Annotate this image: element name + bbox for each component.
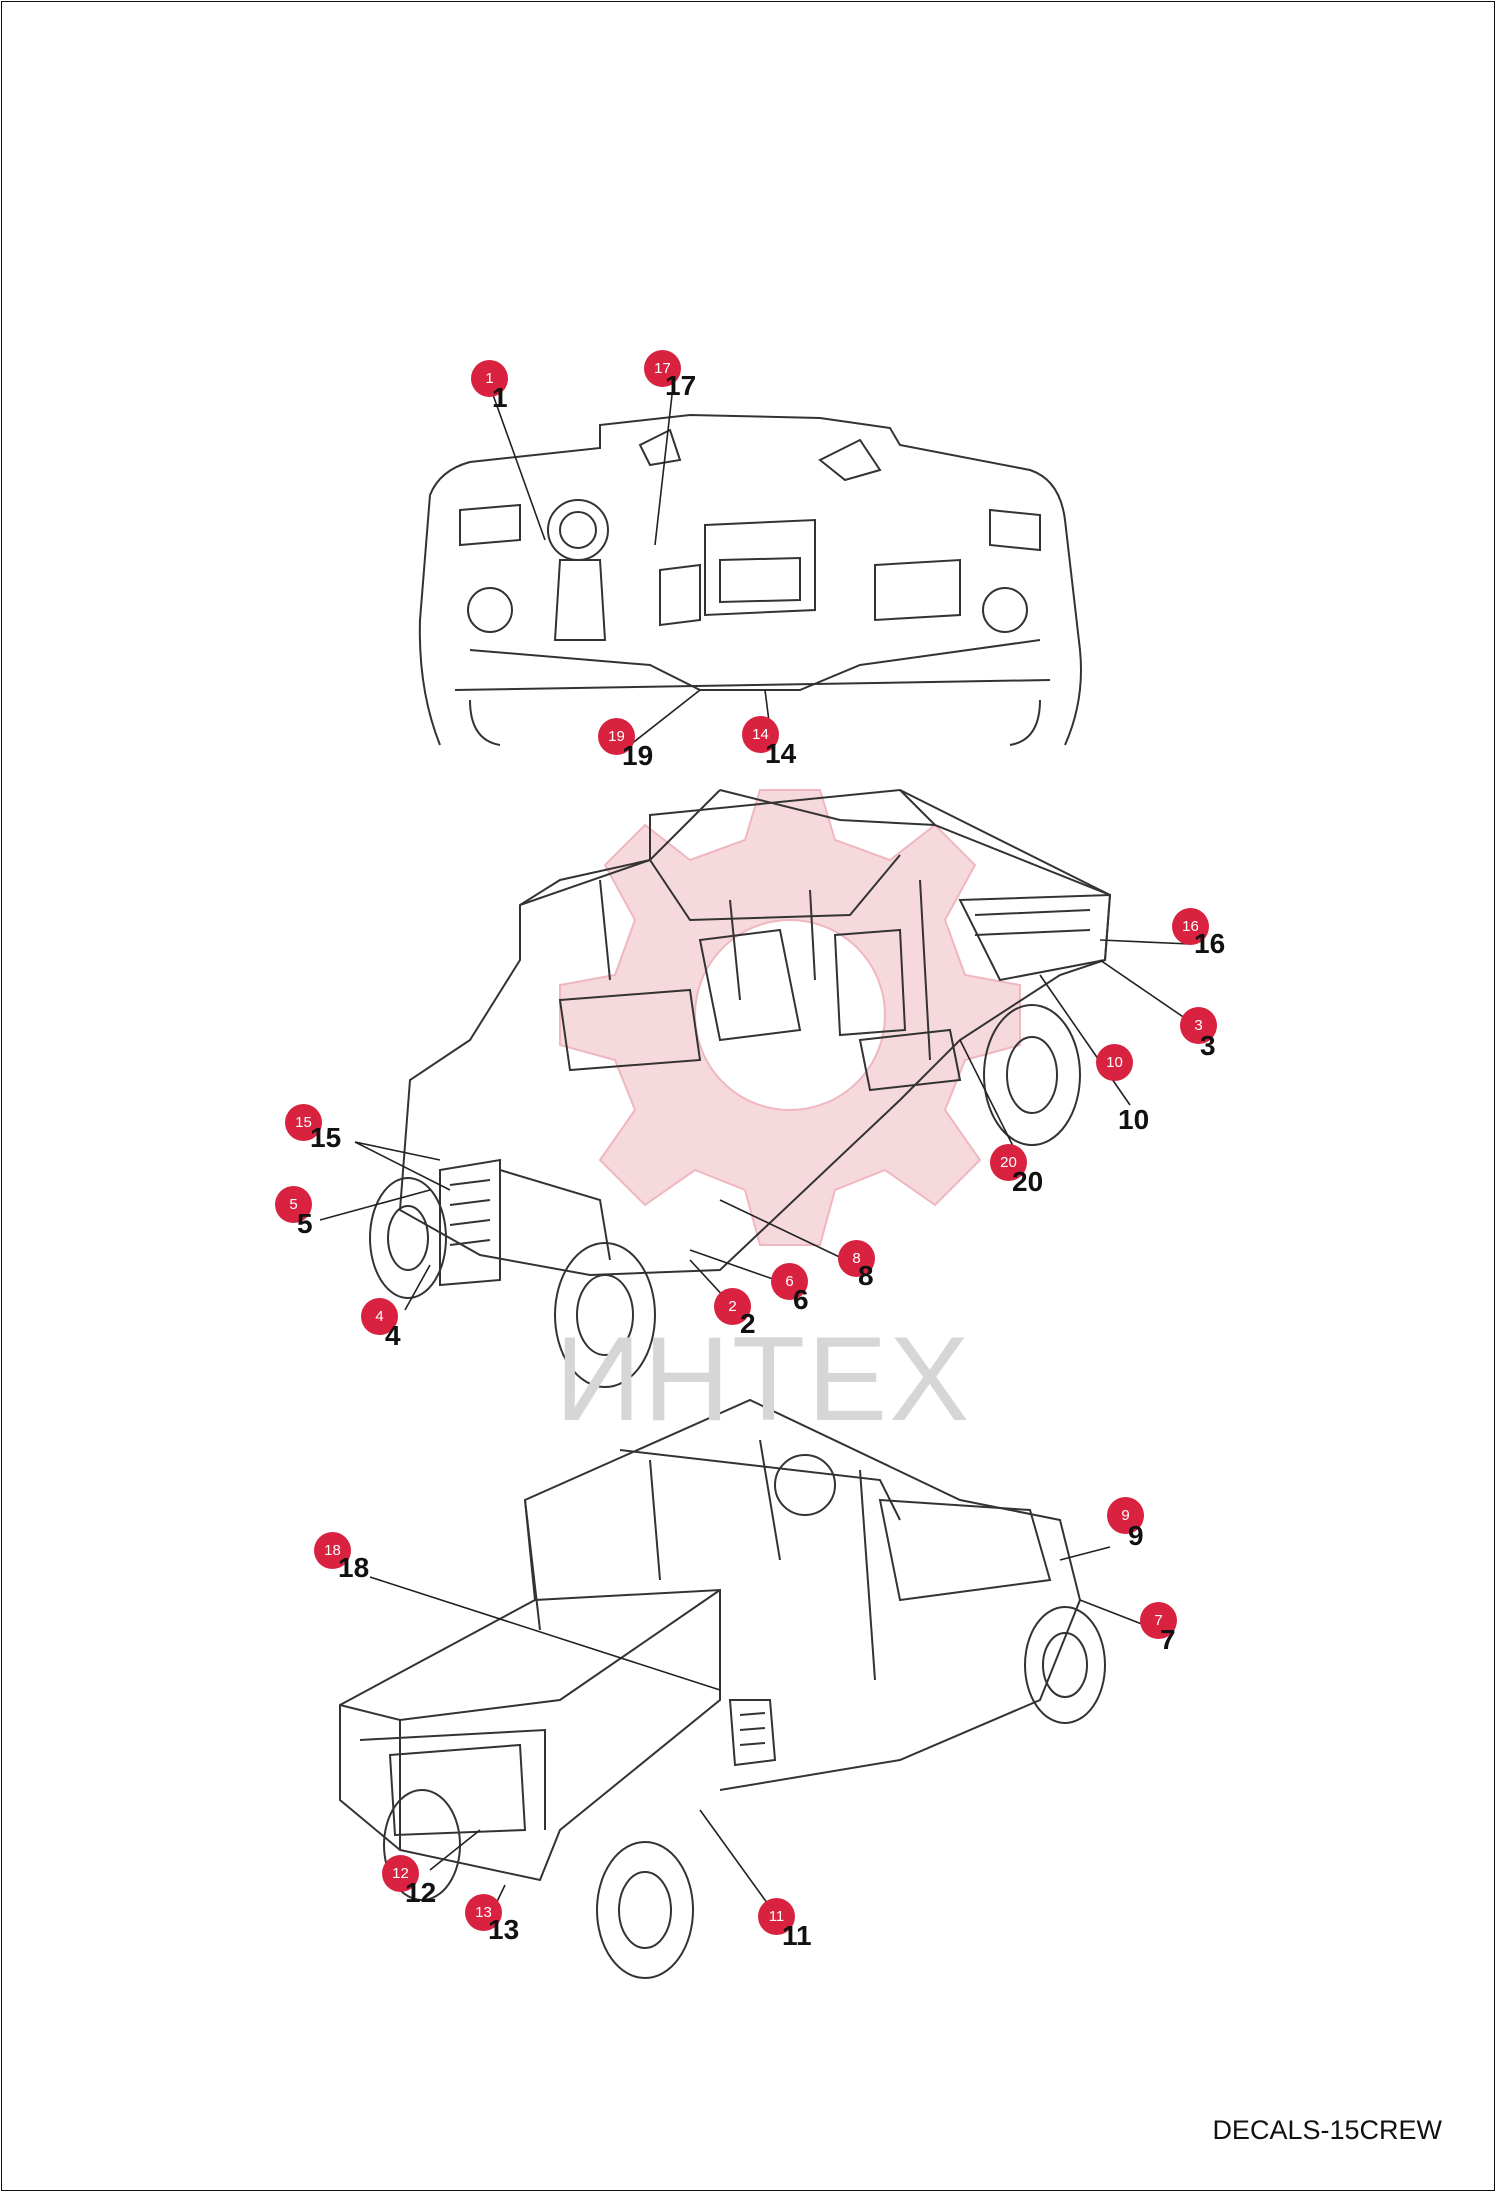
callout-number-6: 6 bbox=[793, 1284, 809, 1315]
callout-number-20: 20 bbox=[1012, 1166, 1044, 1197]
diagram-code: DECALS-15CREW bbox=[1212, 2115, 1442, 2145]
callout-number-13: 13 bbox=[488, 1914, 520, 1945]
callout-number-1: 1 bbox=[492, 382, 508, 413]
callout-badge-15: 15 bbox=[285, 1104, 322, 1141]
callout-badge-11: 11 bbox=[758, 1898, 795, 1935]
callout-badge-4: 4 bbox=[361, 1298, 398, 1335]
callout-badge-12: 12 bbox=[382, 1855, 419, 1892]
vehicle-front-drawing bbox=[369, 788, 1112, 1388]
callout-number-12: 12 bbox=[405, 1877, 437, 1908]
callout-number-11: 11 bbox=[782, 1920, 812, 1951]
callout-number-18: 18 bbox=[338, 1552, 370, 1583]
callout-number-3: 3 bbox=[1200, 1030, 1216, 1061]
vehicle-rear-drawing bbox=[339, 1398, 1106, 1979]
callout-badge-19: 19 bbox=[598, 718, 635, 755]
callout-number-2: 2 bbox=[740, 1308, 756, 1339]
callout-badge-20: 20 bbox=[990, 1144, 1027, 1181]
callout-badge-1: 1 bbox=[471, 360, 508, 397]
callout-number-10: 10 bbox=[1118, 1104, 1150, 1135]
callout-badge-8: 8 bbox=[838, 1240, 875, 1277]
callout-number-16: 16 bbox=[1194, 928, 1226, 959]
callout-badge-17: 17 bbox=[644, 350, 681, 387]
callout-number-17: 17 bbox=[665, 370, 697, 401]
callout-number-19: 19 bbox=[622, 740, 654, 771]
callout-badge-18: 18 bbox=[314, 1532, 351, 1569]
callout-number-14: 14 bbox=[765, 738, 797, 769]
callout-number-5: 5 bbox=[297, 1208, 313, 1239]
callout-number-8: 8 bbox=[858, 1260, 874, 1291]
callout-number-15: 15 bbox=[310, 1122, 342, 1153]
dashboard-drawing bbox=[418, 413, 1082, 746]
callout-number-4: 4 bbox=[385, 1320, 401, 1351]
callout-number-7: 7 bbox=[1160, 1624, 1176, 1655]
callout-badge-6: 6 bbox=[771, 1263, 808, 1300]
leader-lines bbox=[319, 391, 1196, 1919]
callout-badge-14: 14 bbox=[742, 716, 779, 753]
callout-badge-16: 16 bbox=[1172, 908, 1209, 945]
gear-watermark bbox=[559, 789, 1021, 1246]
callout-badge-2: 2 bbox=[714, 1288, 751, 1325]
callout-badge-10: 10 bbox=[1096, 1044, 1133, 1081]
callout-badge-3: 3 bbox=[1180, 1007, 1217, 1044]
callout-badge-7: 7 bbox=[1140, 1602, 1177, 1639]
watermark-text: ИНТЕХ bbox=[555, 1312, 972, 1446]
callout-badge-5: 5 bbox=[275, 1186, 312, 1223]
callout-badge-9: 9 bbox=[1107, 1497, 1144, 1534]
callout-badge-13: 13 bbox=[465, 1894, 502, 1931]
callout-number-9: 9 bbox=[1128, 1520, 1144, 1551]
